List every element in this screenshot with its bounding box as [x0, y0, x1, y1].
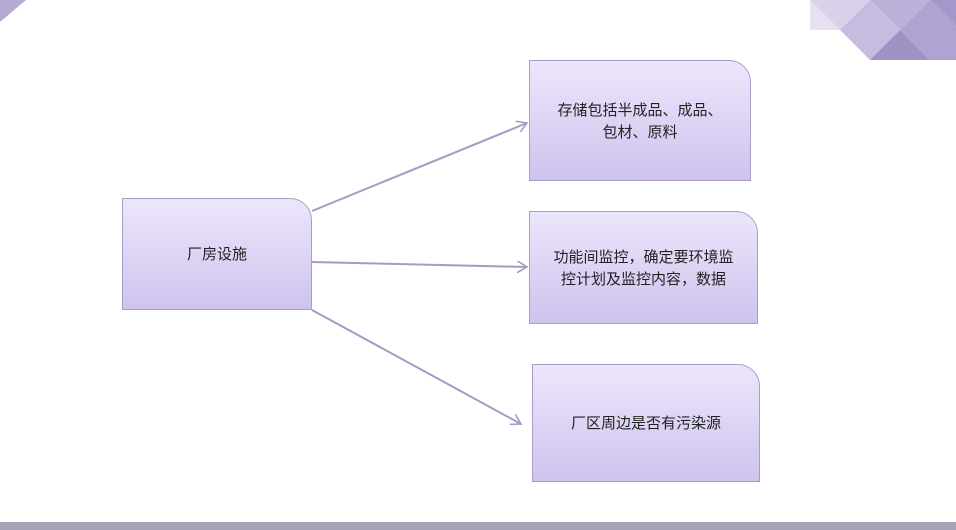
top-right-diamond-6 — [870, 30, 930, 60]
top-right-diamond-1 — [810, 0, 870, 30]
arrow-to-storage — [311, 123, 527, 212]
child-node-storage: 存储包括半成品、成品、 包材、原料 — [529, 60, 751, 181]
child-node-pollution: 厂区周边是否有污染源 — [532, 364, 760, 482]
root-node-label: 厂房设施 — [186, 245, 247, 263]
top-right-diamond-3 — [870, 0, 930, 30]
child-node-monitoring-line-2: 控计划及监控内容，数据 — [560, 269, 726, 288]
arrow-to-monitoring — [311, 262, 527, 267]
top-right-diamond-7 — [810, 0, 840, 30]
arrow-to-pollution — [311, 309, 521, 424]
child-node-storage-line-1: 存储包括半成品、成品、 — [557, 100, 723, 119]
child-node-monitoring-line-1: 功能间监控，确定要环境监 — [553, 247, 734, 266]
top-right-diamond-4 — [900, 0, 956, 60]
bottom-bar — [0, 522, 956, 530]
child-node-storage-line-2: 包材、原料 — [602, 122, 678, 141]
child-node-monitoring: 功能间监控，确定要环境监 控计划及监控内容，数据 — [529, 211, 758, 324]
root-node-facility: 厂房设施 — [122, 198, 312, 310]
top-left-corner-triangle — [0, 0, 26, 22]
child-node-pollution-line-1: 厂区周边是否有污染源 — [570, 414, 721, 432]
top-right-diamond-5 — [930, 0, 956, 26]
